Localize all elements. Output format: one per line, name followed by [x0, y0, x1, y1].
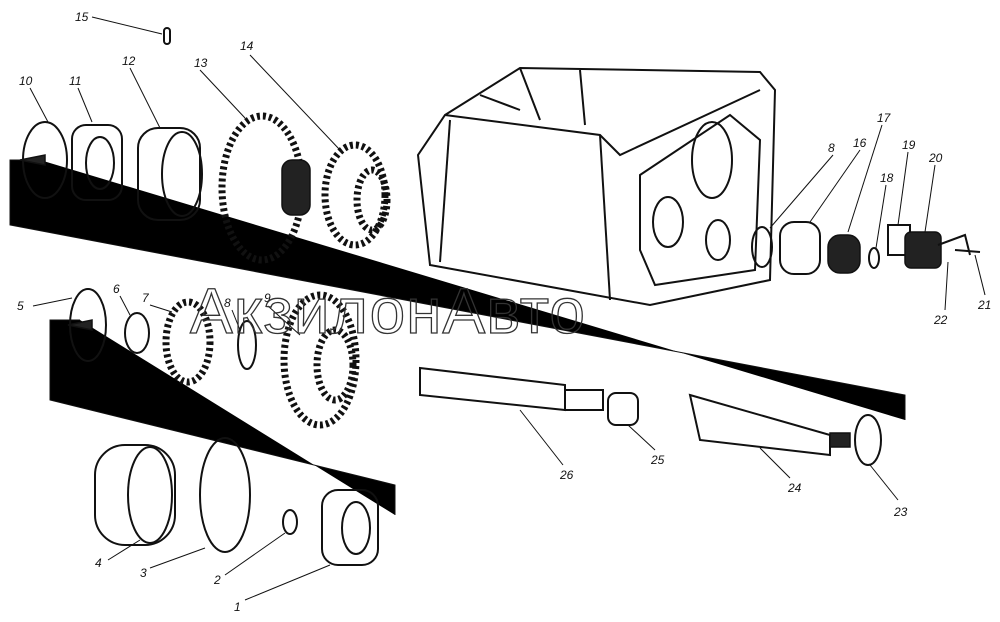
part-10-snap-ring: [19, 121, 68, 199]
label-1: 1: [234, 600, 241, 614]
part-11-bearing: [71, 124, 123, 201]
label-21: 21: [977, 298, 991, 312]
part-3-o-ring: [199, 437, 251, 553]
part-20-cover: [904, 231, 942, 269]
label-6: 6: [113, 282, 120, 296]
part-1-bearing: [321, 489, 379, 566]
label-8-upper: 8: [828, 141, 835, 155]
part-26-shaft: [419, 366, 604, 412]
part-labels: 15 10 11 12 13 14 17 16 8 19 20 18 5 6 7…: [17, 10, 991, 614]
label-12: 12: [122, 54, 136, 68]
part-2-circlip: [282, 509, 298, 535]
label-2: 2: [213, 573, 221, 587]
label-18: 18: [880, 171, 894, 185]
part-17-bearing: [827, 234, 861, 274]
label-23: 23: [893, 505, 908, 519]
part-8-ring: [237, 320, 257, 370]
label-14: 14: [240, 39, 254, 53]
leader-lines: [29, 16, 986, 601]
label-19: 19: [902, 138, 916, 152]
label-16: 16: [853, 136, 867, 150]
part-9-gear: [280, 291, 360, 429]
label-15: 15: [75, 10, 89, 24]
part-13-gear: [218, 112, 311, 264]
part-14-gear: [321, 141, 391, 249]
part-4-hub: [94, 444, 176, 546]
part-25-needle-bearing: [607, 392, 639, 426]
label-17: 17: [877, 111, 892, 125]
label-7: 7: [142, 291, 150, 305]
part-12-sleeve: [137, 127, 203, 221]
label-25: 25: [650, 453, 665, 467]
part-24-shaft: [688, 393, 851, 457]
label-11: 11: [69, 74, 81, 88]
label-22: 22: [933, 313, 948, 327]
part-15-pin: [163, 27, 171, 45]
label-4: 4: [95, 556, 102, 570]
part-18-ring: [868, 247, 880, 269]
part-8-seal: [751, 226, 773, 268]
part-23-ring: [854, 414, 882, 466]
label-3: 3: [140, 566, 147, 580]
part-7-gear: [162, 298, 214, 386]
part-5-snap-ring: [67, 288, 107, 362]
part-16-bearing: [779, 221, 821, 275]
label-13: 13: [194, 56, 208, 70]
label-24: 24: [787, 481, 802, 495]
label-26: 26: [559, 468, 574, 482]
label-5: 5: [17, 299, 24, 313]
part-6-washer: [124, 312, 150, 354]
label-8-lower: 8: [224, 296, 231, 310]
label-20: 20: [928, 151, 943, 165]
label-9: 9: [264, 291, 271, 305]
gearbox-housing: [416, 66, 777, 307]
part-21-22-bolt: [937, 233, 981, 256]
label-10: 10: [19, 74, 33, 88]
watermark: АкзилонАвто: [190, 275, 586, 347]
